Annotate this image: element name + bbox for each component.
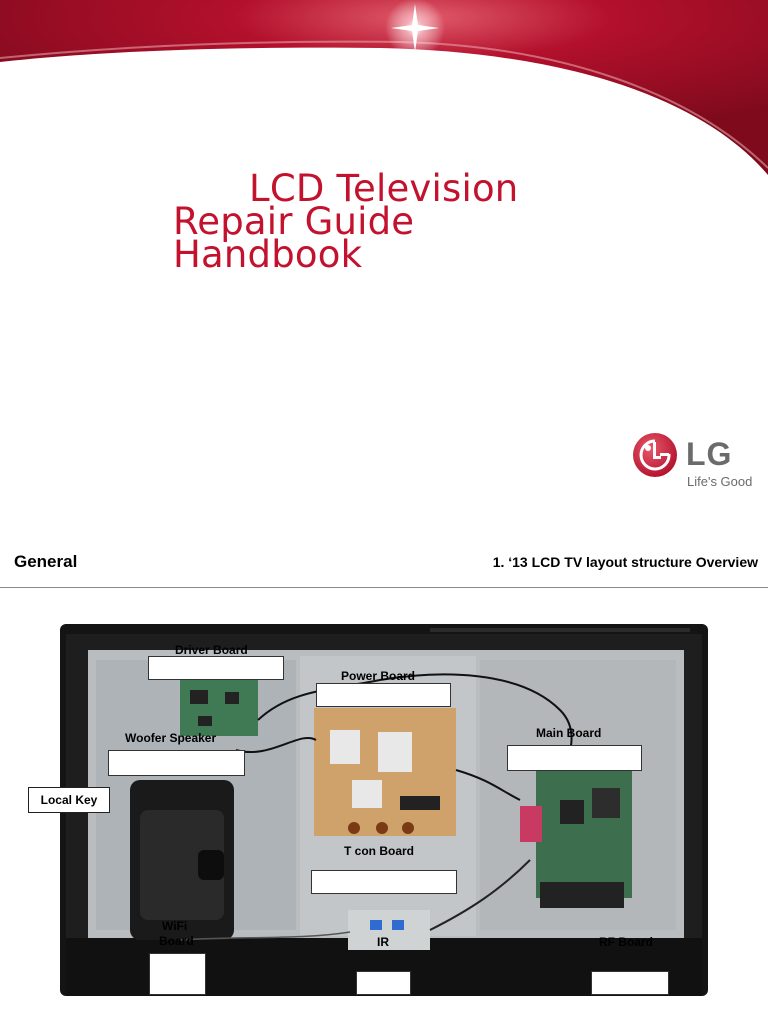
driver-board-box xyxy=(148,656,284,680)
tv-rear-photo: Driver Board Power Board Woofer Speaker … xyxy=(0,620,768,1024)
lg-tagline: Life's Good xyxy=(687,474,753,489)
tcon-board-box xyxy=(311,870,457,894)
section-heading: General xyxy=(14,552,78,571)
red-banner xyxy=(0,0,768,175)
wifi-board-label-line1: WiFi xyxy=(162,919,188,933)
main-board-label: Main Board xyxy=(536,726,602,740)
wifi-board-label-line2: Board xyxy=(159,934,194,948)
power-board-box xyxy=(316,683,451,707)
tcon-board-label: T con Board xyxy=(344,844,415,858)
divider xyxy=(0,587,768,588)
cover-title: LCD Television Repair Guide Handbook xyxy=(0,0,768,300)
title-line-1: LCD Television xyxy=(249,167,519,210)
driver-board-label: Driver Board xyxy=(175,643,248,657)
title-line-3: Handbook xyxy=(173,233,363,276)
power-board-label: Power Board xyxy=(341,669,416,683)
lg-face-icon xyxy=(633,433,677,477)
cover-slide: LCD Television Repair Guide Handbook LG … xyxy=(0,0,768,494)
woofer-speaker-box xyxy=(108,750,245,776)
slide-subtitle: 1. ‘13 LCD TV layout structure Overview xyxy=(492,554,758,570)
rf-board-box xyxy=(591,971,669,995)
ir-box xyxy=(356,971,411,995)
title-line-2: Repair Guide xyxy=(173,200,415,243)
rf-board-label: RF Board xyxy=(599,935,653,949)
woofer-speaker-label: Woofer Speaker xyxy=(125,731,217,745)
layout-overview-slide: General 1. ‘13 LCD TV layout structure O… xyxy=(0,520,768,1024)
local-key-label: Local Key xyxy=(28,787,110,813)
lg-logo: LG Life's Good xyxy=(632,430,768,494)
lg-wordmark: LG xyxy=(686,436,733,472)
wifi-board-box xyxy=(149,953,206,995)
main-board-box xyxy=(507,745,642,771)
ir-label: IR xyxy=(377,935,389,949)
